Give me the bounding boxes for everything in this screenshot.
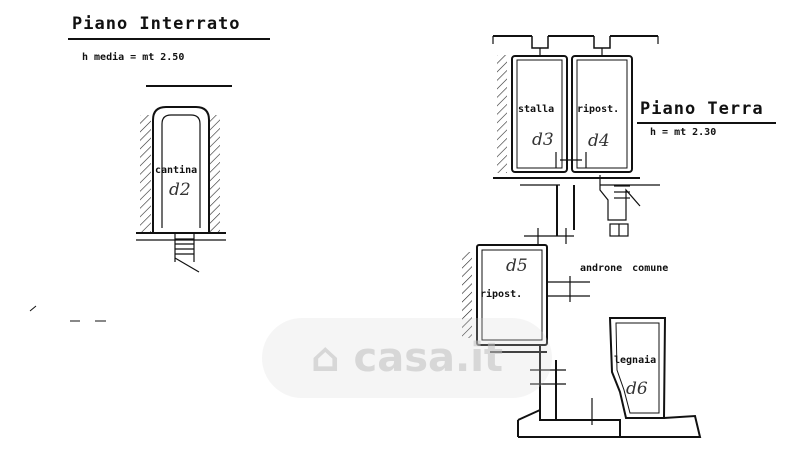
cantina-inner-walls: [161, 114, 201, 228]
ground-floor-plan: [462, 35, 776, 438]
house-icon: ⌂: [310, 335, 340, 381]
legnaia-label: legnaia: [614, 355, 657, 366]
earth-left-ripost: [462, 252, 472, 338]
cantina-label: cantina: [155, 165, 198, 176]
room-legnaia: [608, 317, 667, 419]
watermark: ⌂ casa.it: [262, 318, 552, 398]
scan-marks: [29, 305, 106, 322]
basement-stair: [174, 233, 200, 273]
legnaia-number: d6: [626, 379, 648, 399]
stalla-number: d3: [532, 130, 554, 150]
basement-earth-left: [140, 115, 151, 233]
common-area-label: androne comune: [580, 263, 669, 274]
room-ripost-2: [476, 244, 548, 346]
ground-floor-height-note: h = mt 2.30: [650, 127, 717, 138]
ripost-2-number: d5: [506, 256, 528, 276]
basement-title: Piano Interrato: [72, 14, 241, 34]
ground-floor-title: Piano Terra: [640, 99, 764, 119]
stalla-label: stalla: [518, 104, 555, 115]
basement-height-note: h media = mt 2.50: [82, 52, 185, 63]
earth-left-stalla: [497, 55, 507, 173]
ripost-1-number: d4: [588, 131, 610, 151]
ripost-1-label: ripost.: [577, 104, 620, 115]
ripost-2-label: ripost.: [480, 289, 523, 300]
bottom-wall: [517, 408, 702, 438]
ground-stair: [599, 175, 641, 237]
basement-earth-right: [210, 115, 220, 233]
cantina-number: d2: [169, 180, 191, 200]
cantina-walls: [152, 106, 210, 233]
basement-plan: [29, 38, 270, 322]
